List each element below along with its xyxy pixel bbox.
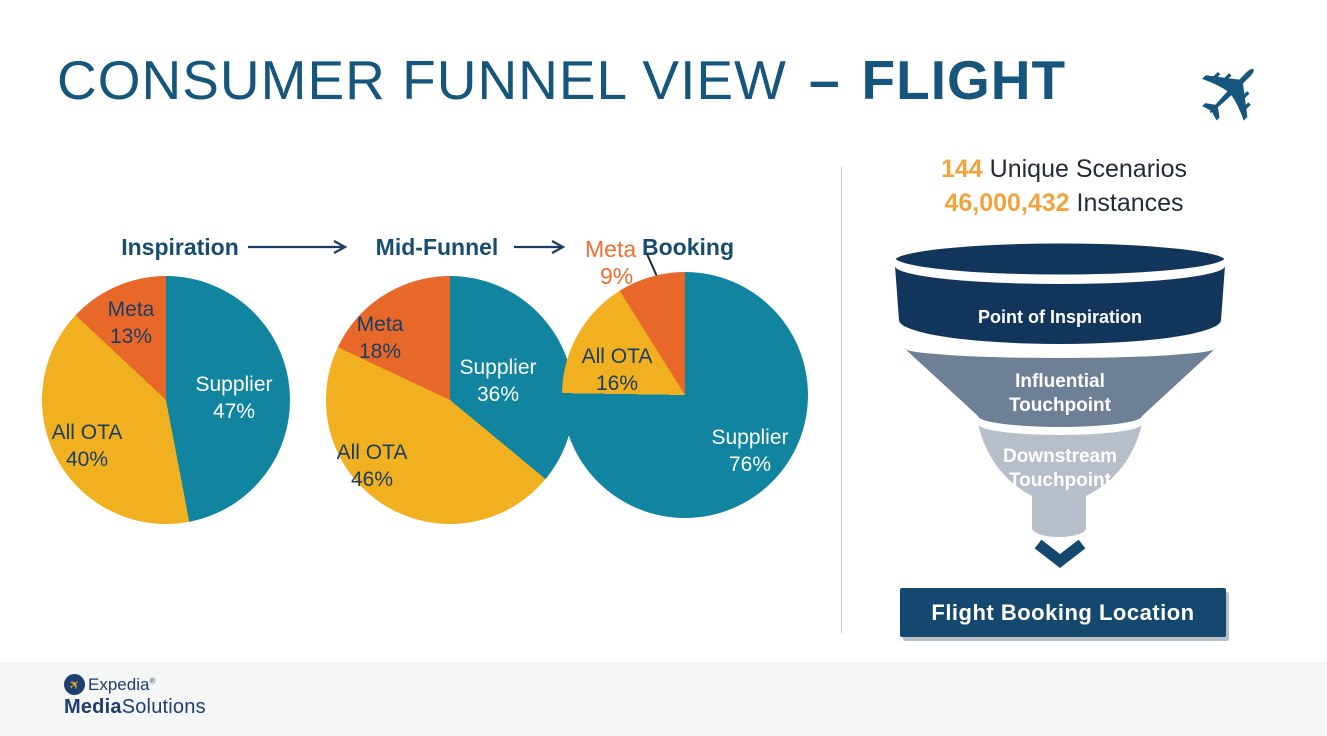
slice-name: Supplier: [711, 426, 789, 449]
pie3-meta-label: Meta: [585, 236, 637, 262]
slice-label: Supplier 36%: [459, 354, 536, 408]
slice-pct: 47%: [212, 400, 256, 423]
pie-chart-midfunnel: [326, 276, 574, 524]
title-emphasis: FLIGHT: [861, 49, 1067, 111]
slice-pct: 36%: [476, 383, 520, 406]
media-text: Media: [64, 696, 122, 718]
funnel-stage-top: [895, 266, 1225, 344]
slice-pct: 13%: [109, 325, 153, 348]
airplane-icon: ✈: [65, 675, 84, 694]
pie-title-booking: Booking: [642, 234, 734, 260]
stat-instances: 46,000,432 Instances: [875, 186, 1253, 220]
instances-value: 46,000,432: [944, 189, 1070, 217]
slice-label: Supplier 47%: [195, 371, 272, 425]
expedia-wordmark: Expedia®: [88, 675, 155, 695]
funnel-stage-middle-label-line1: Influential: [1015, 371, 1105, 392]
solutions-text: Solutions: [121, 696, 206, 718]
pie-chart-booking: [562, 272, 808, 518]
slice-label: All OTA 46%: [337, 439, 408, 493]
slice-pct: 18%: [358, 340, 402, 363]
funnel-lid: [890, 238, 1230, 280]
pie-title-midfunnel: Mid-Funnel: [375, 234, 499, 260]
stat-scenarios: 144 Unique Scenarios: [875, 152, 1253, 186]
airplane-icon: ✈: [1155, 15, 1311, 171]
registered-mark: ®: [149, 675, 156, 685]
pie-chart-inspiration: [42, 276, 290, 524]
slice-pct: 46%: [350, 468, 394, 491]
arrow-right-icon: [248, 240, 348, 254]
slice-label: Meta 18%: [357, 311, 404, 365]
funnel-stage-bottom: [978, 424, 1142, 537]
vertical-divider: [841, 167, 842, 633]
instances-label: Instances: [1076, 189, 1184, 217]
funnel-stage-middle: [904, 348, 1216, 427]
slice-name: Meta: [107, 298, 155, 321]
funnel-stage-middle-label-line2: Touchpoint: [1009, 395, 1112, 416]
funnel-diagram: Point of Inspiration Influential Touchpo…: [890, 238, 1230, 568]
flight-booking-location-box: Flight Booking Location: [900, 588, 1226, 637]
slice-pct: 40%: [65, 448, 109, 471]
slice-label: Meta 13%: [108, 296, 155, 350]
funnel-stage-bottom-label-line1: Downstream: [1003, 446, 1117, 467]
slice-label: All OTA 40%: [52, 419, 123, 473]
title-dash: –: [808, 49, 840, 111]
page-title: CONSUMER FUNNEL VIEW – FLIGHT: [57, 48, 1066, 112]
slice-pct: 76%: [728, 453, 772, 476]
slice-name: Meta: [356, 313, 404, 336]
airplane-glyph: ✈: [1173, 33, 1293, 153]
slice-name: All OTA: [581, 345, 653, 368]
funnel-stage-top-label: Point of Inspiration: [978, 307, 1142, 327]
slice-name: All OTA: [336, 441, 408, 464]
slice-label: All OTA 16%: [582, 343, 653, 397]
arrow-right-icon: [514, 240, 566, 254]
scenarios-label: Unique Scenarios: [989, 155, 1187, 183]
slice-name: Supplier: [195, 373, 273, 396]
media-solutions-wordmark: MediaSolutions: [64, 696, 206, 719]
expedia-logo-row1: ✈ Expedia®: [64, 674, 206, 695]
pie-title-inspiration: Inspiration: [121, 234, 239, 260]
scenarios-value: 144: [940, 155, 983, 183]
chevron-down-icon: [1034, 539, 1086, 568]
title-text: CONSUMER FUNNEL VIEW: [57, 49, 787, 111]
slice-name: Supplier: [459, 356, 537, 379]
slice-label: Supplier 76%: [711, 424, 788, 478]
expedia-logo: ✈ Expedia® MediaSolutions: [64, 674, 206, 719]
funnel-stage-bottom-label-line2: Touchpoint: [1009, 470, 1112, 491]
flight-booking-location-label: Flight Booking Location: [931, 599, 1195, 625]
footer-band: [0, 662, 1327, 736]
slice-pct: 16%: [595, 372, 639, 395]
stats-block: 144 Unique Scenarios 46,000,432 Instance…: [875, 152, 1253, 220]
slice-name: All OTA: [51, 421, 123, 444]
expedia-globe-icon: ✈: [64, 674, 85, 695]
expedia-brand-text: Expedia: [88, 674, 150, 694]
